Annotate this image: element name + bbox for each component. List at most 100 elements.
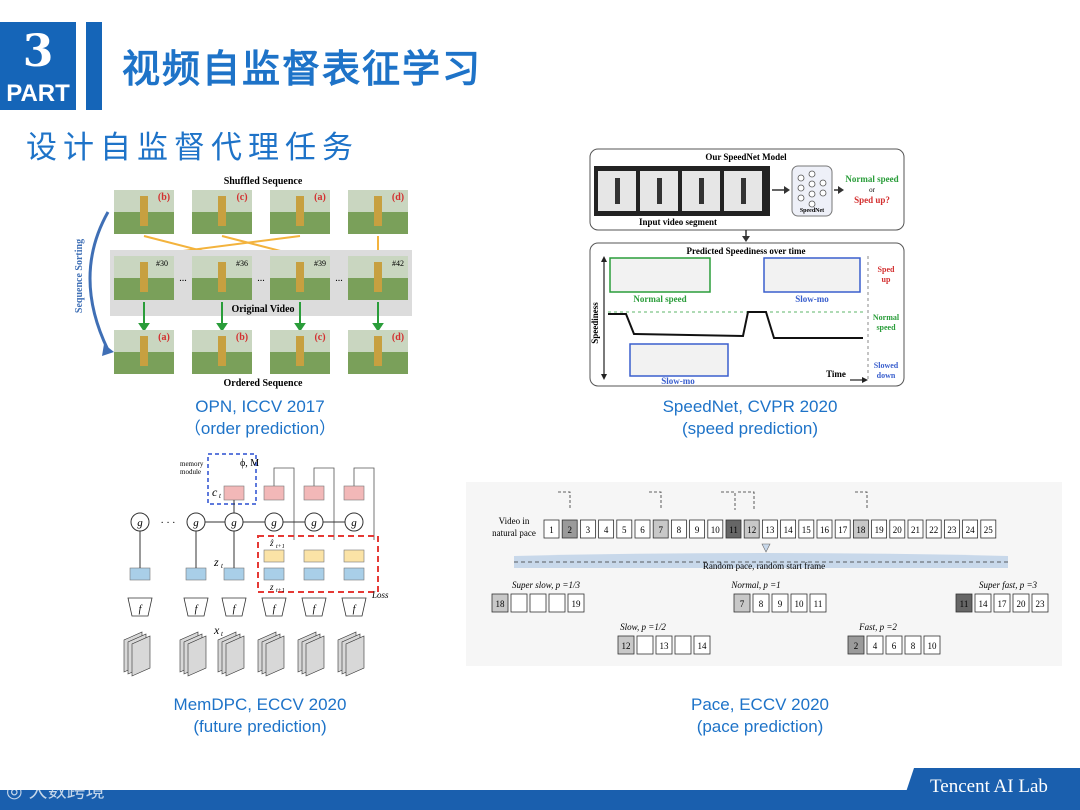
pace-sample-frame: [636, 635, 654, 655]
memdpc-figure: memory module ϕ, M c t g g g g g g · · ·…: [118, 450, 398, 682]
memdpc-x-row: [123, 631, 365, 677]
pace-sample-frame: 6: [885, 635, 903, 655]
speednet-curve: [608, 311, 863, 339]
opn-shuffled-frame: (a): [270, 190, 330, 234]
pace-frame-label: 11: [729, 525, 738, 535]
speednet-right-slowed-2: down: [877, 371, 896, 380]
pace-frame: 14: [780, 519, 797, 539]
opn-ordered-tag: (a): [158, 332, 170, 343]
memdpc-caption: MemDPC, ECCV 2020 (future prediction): [130, 694, 390, 738]
pace-frame-label: 15: [802, 525, 812, 535]
pace-frame: 5: [616, 519, 633, 539]
slide-subtitle: 设计自监督代理任务: [26, 130, 359, 166]
pace-frame: 22: [925, 519, 942, 539]
memdpc-f: f: [139, 604, 143, 615]
pace-sample-frame: 10: [923, 635, 941, 655]
pace-frame: 2: [561, 519, 578, 539]
memdpc-z-label: z: [213, 555, 219, 569]
pace-frame: 3: [580, 519, 596, 539]
pace-frame-label: 10: [711, 525, 721, 535]
opn-ellipsis: ...: [335, 273, 343, 284]
memdpc-zhat-sub: t+1: [276, 544, 285, 550]
speednet-slowmo-top-box: [763, 257, 861, 293]
pace-sample-frame: [510, 593, 528, 613]
pace-frame-label: 8: [677, 525, 682, 535]
speednet-model-title: Our SpeedNet Model: [705, 152, 787, 162]
pace-sample-label: 8: [911, 641, 916, 651]
pace-frame: 1: [543, 519, 560, 539]
pace-sample-frame: 19: [567, 593, 585, 613]
pace-sample-label: 23: [1036, 599, 1046, 609]
pace-caption-line1: Pace, ECCV 2020: [691, 695, 829, 714]
pace-sample-label: 7: [740, 599, 745, 609]
pace-sample-frame: 4: [866, 635, 884, 655]
memdpc-loss-label: Loss: [371, 590, 389, 600]
speednet-right-normal: Normal: [873, 313, 900, 322]
opn-caption-line1: OPN, ICCV 2017: [195, 397, 325, 416]
pace-frame: 21: [907, 519, 924, 539]
pace-video-label-2: natural pace: [492, 528, 536, 538]
opn-original-frame: #39: [270, 256, 330, 300]
pace-sample-label: 18: [496, 599, 506, 609]
footer-bar: [0, 790, 1080, 810]
pace-frame-label: 25: [984, 525, 994, 535]
memdpc-caption-line1: MemDPC, ECCV 2020: [173, 695, 347, 714]
pace-frame-label: 2: [567, 525, 572, 535]
speednet-or-label: or: [869, 186, 876, 194]
pace-dashed-brackets: [558, 491, 868, 510]
pace-frame-label: 12: [747, 525, 756, 535]
opn-shuffled-tag: (b): [158, 192, 170, 203]
pace-frame-label: 17: [838, 525, 848, 535]
pace-frame: 23: [943, 519, 960, 539]
opn-frame-id: #30: [156, 259, 168, 268]
memdpc-memory-label-2: module: [180, 468, 201, 476]
pace-sample-label: 10: [928, 641, 938, 651]
part-badge: 3 PART: [0, 22, 76, 110]
pace-sample-frame: 14: [974, 593, 992, 613]
memdpc-f: f: [195, 604, 199, 615]
pace-frame: 12: [743, 519, 760, 539]
pace-sample-frame: 8: [904, 635, 922, 655]
pace-frame: 15: [798, 519, 815, 539]
pace-frame-label: 1: [549, 525, 554, 535]
opn-ordered-row: (a) (b) (c) (d): [114, 330, 408, 374]
pace-banner: [514, 553, 1008, 568]
arrow-head-icon: [102, 344, 114, 356]
speednet-x-label: Time: [826, 369, 846, 379]
opn-ellipsis: ...: [179, 273, 187, 284]
opn-ordered-frame: (c): [270, 330, 330, 374]
pace-sample-frame: 23: [1031, 593, 1049, 613]
pace-frame: 7: [652, 519, 669, 539]
pace-slow-label: Slow, p =1/2: [620, 622, 666, 632]
pace-sample-frame: 11: [809, 593, 827, 613]
pace-frame: 8: [670, 519, 687, 539]
speednet-normal-box: [609, 257, 711, 293]
pace-normal-label: Normal, p =1: [730, 580, 780, 590]
opn-shuffled-frame: (b): [114, 190, 174, 234]
opn-frame-id: #42: [392, 259, 404, 268]
memdpc-memory-box: [207, 453, 257, 505]
memdpc-g: g: [271, 517, 277, 529]
pace-sample-frame: 18: [491, 593, 509, 613]
opn-shuffled-row: (b) (c) (a) (d): [114, 190, 408, 234]
watermark: ◎ 大数跨境: [6, 776, 105, 803]
opn-ordered-frame: (b): [192, 330, 252, 374]
memdpc-g: g: [351, 517, 357, 529]
opn-original-frame: #36: [192, 256, 252, 300]
pace-sample-label: 19: [572, 599, 582, 609]
opn-down-arrows: [138, 302, 384, 332]
memdpc-f-row: [127, 597, 367, 617]
speednet-right-slowed: Slowed: [874, 361, 899, 370]
opn-caption-line2: （order prediction）: [183, 419, 337, 438]
speednet-slowmo-top-label: Slow-mo: [795, 294, 829, 304]
pace-caption: Pace, ECCV 2020 (pace prediction): [630, 694, 890, 738]
pace-frame-label: 6: [640, 525, 645, 535]
pace-sample-frame: 20: [1012, 593, 1030, 613]
pace-banner-text: Random pace, random start frame: [703, 561, 825, 571]
part-label: PART: [6, 80, 70, 107]
memdpc-znext: z: [269, 582, 274, 592]
pace-frame: 13: [761, 519, 778, 539]
speednet-right-normal-2: speed: [876, 323, 896, 332]
pace-frame-label: 19: [875, 525, 885, 535]
pace-video-label: Video in: [499, 516, 530, 526]
